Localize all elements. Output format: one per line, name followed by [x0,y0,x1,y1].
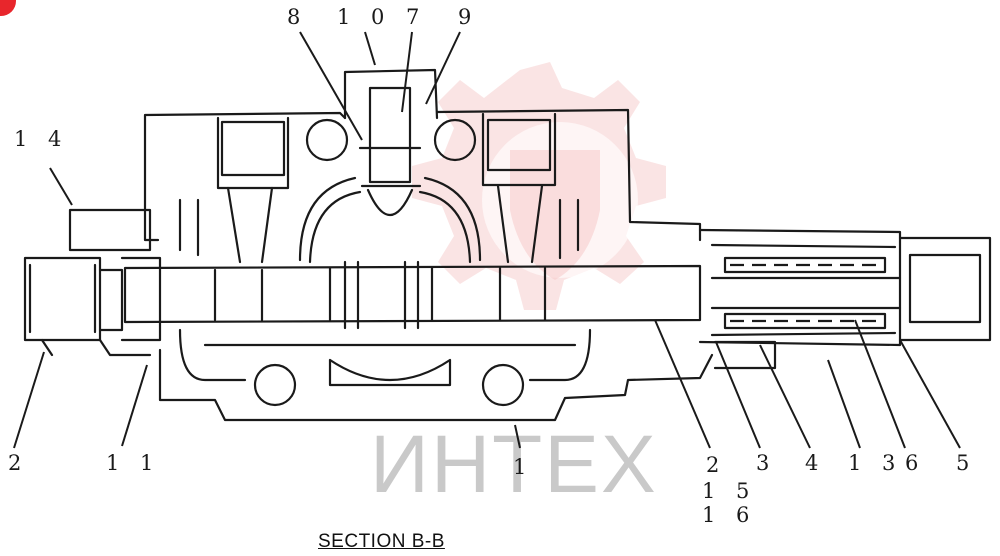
callout-14: 1 4 [14,127,69,151]
callout-15: 1 5 [702,479,757,503]
callout-10: 1 0 [337,5,392,29]
callout-5: 5 [956,451,977,475]
callout-2-left: 2 [8,451,29,475]
callout-1: 1 [513,455,534,479]
valve-body [143,108,714,422]
top-cap [343,68,439,120]
callout-11: 1 1 [106,451,161,475]
callout-4: 4 [805,451,826,475]
callout-8: 8 [287,5,308,29]
central-poppet [368,86,412,184]
callout-13: 1 3 [848,451,903,475]
watermark-text: ИНТЕХ [370,419,658,510]
callout-16: 1 6 [702,503,757,527]
callout-6: 6 [905,451,926,475]
callout-3: 3 [756,451,777,475]
spring-housing [698,228,902,347]
left-end-fitting [23,256,102,342]
section-caption: SECTION B-B [318,531,445,552]
callout-7: 7 [406,5,427,29]
callout-9: 9 [458,5,479,29]
spool [123,264,702,324]
callout-2-right: 2 [706,453,727,477]
